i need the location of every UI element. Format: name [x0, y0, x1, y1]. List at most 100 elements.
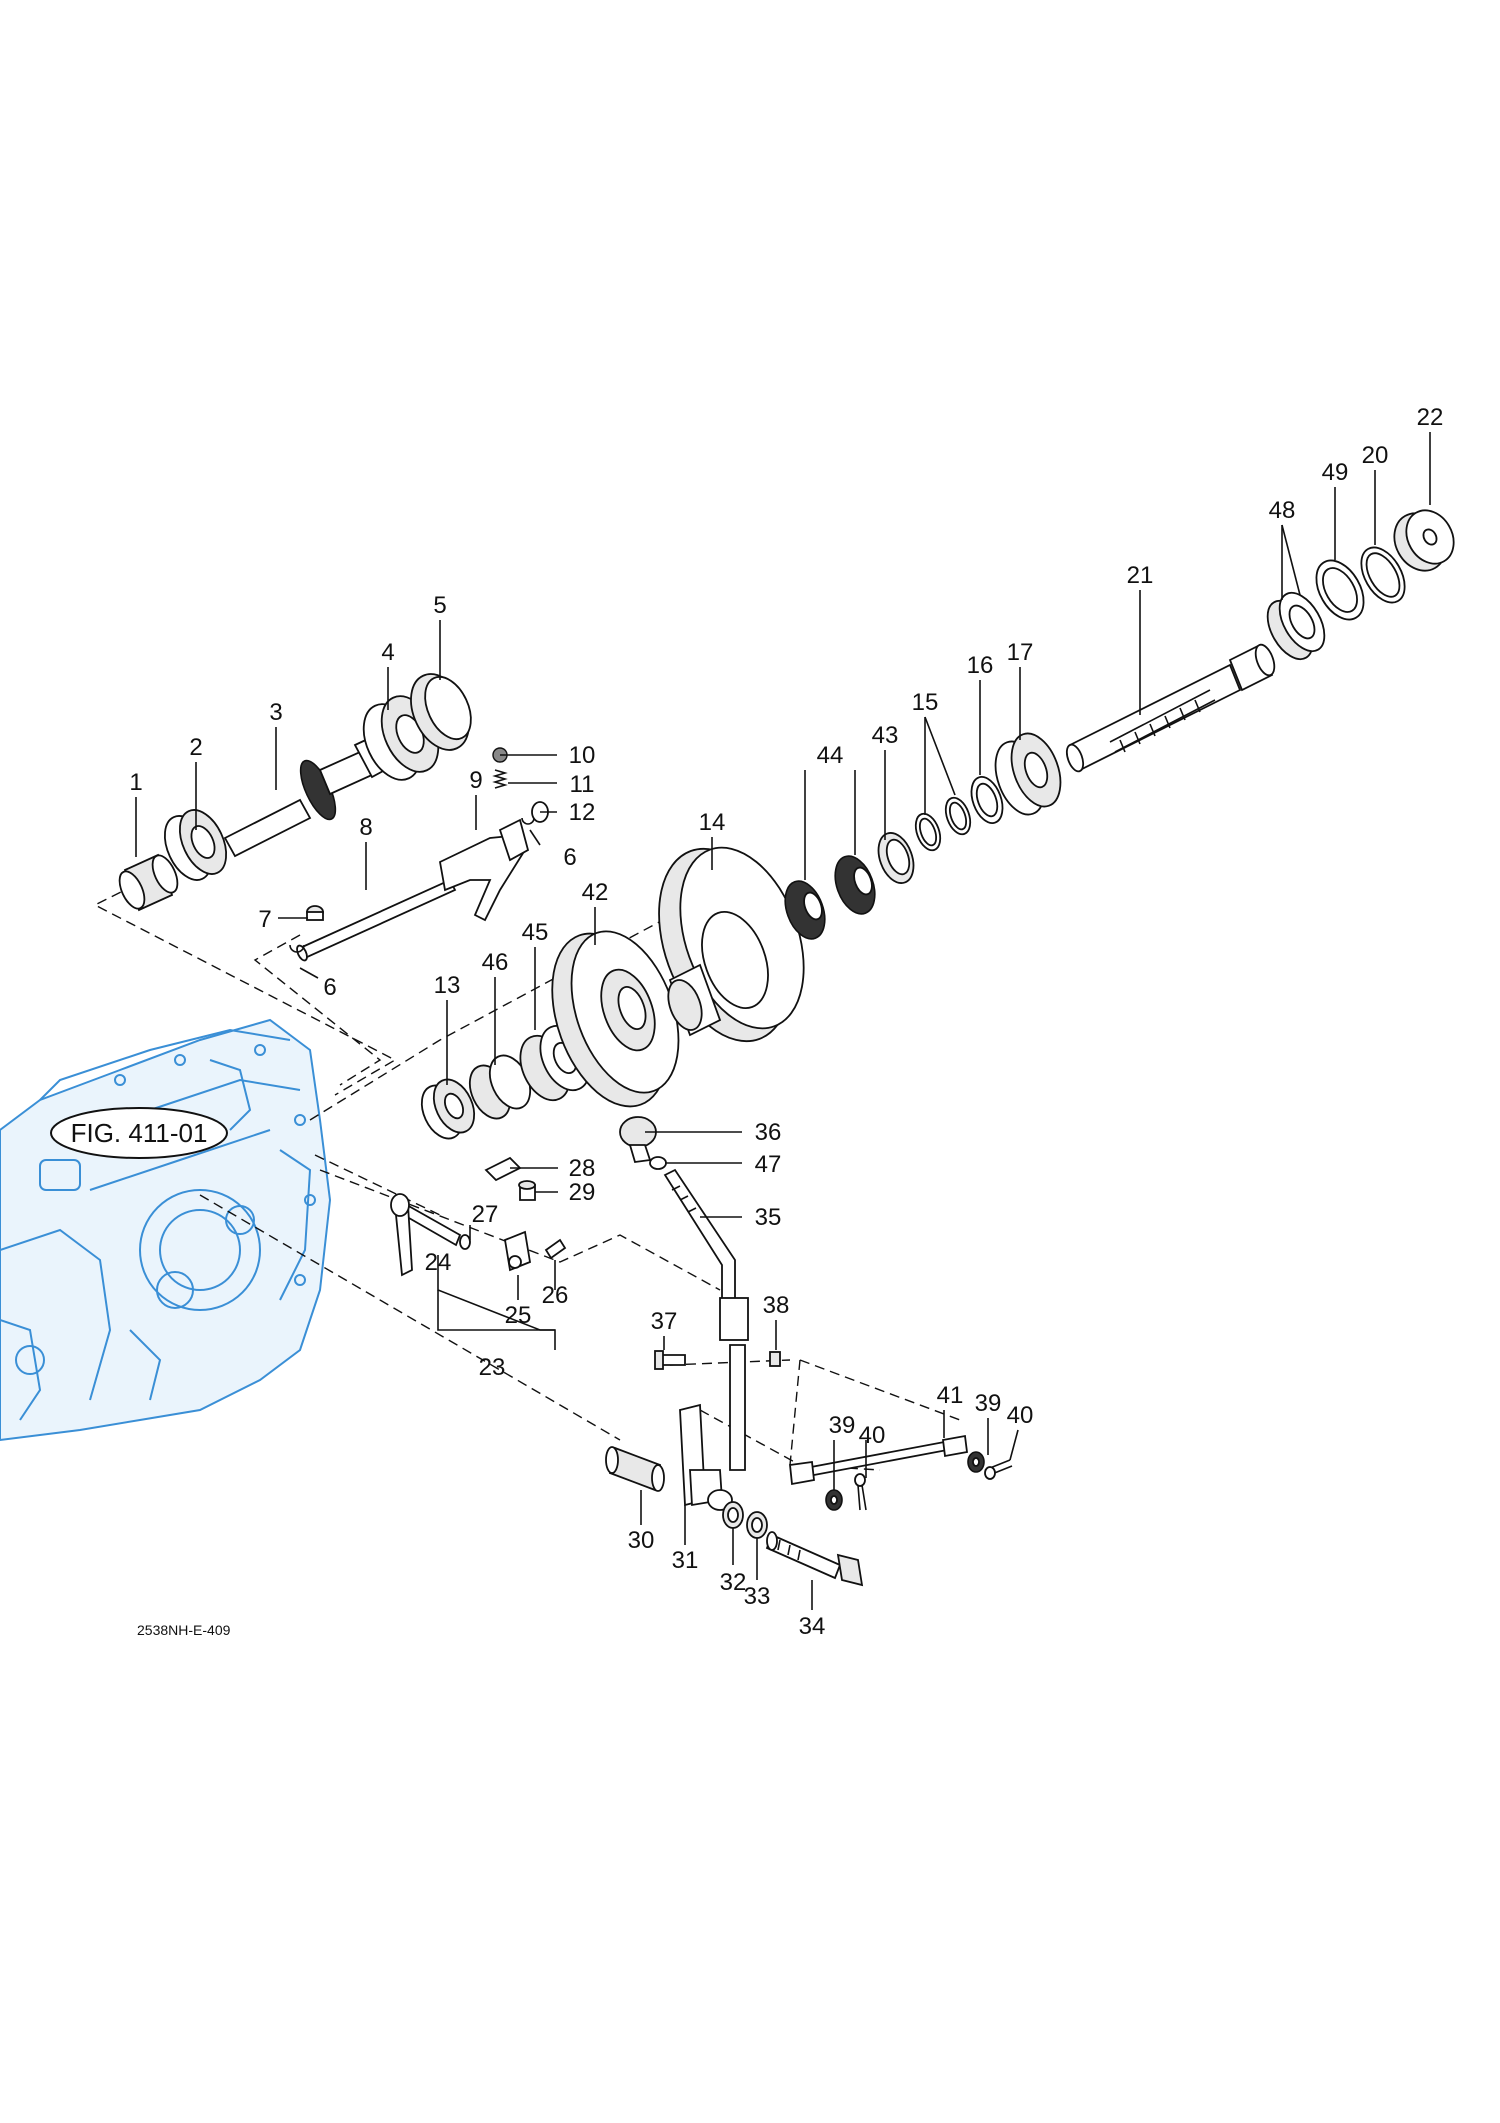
callout-6-lower: 6	[323, 974, 336, 1001]
part-3-shaft[interactable]	[223, 736, 387, 858]
callout-41: 41	[937, 1382, 964, 1409]
part-39-washer-left[interactable]	[825, 1489, 843, 1511]
callout-45: 45	[522, 919, 549, 946]
callout-16: 16	[967, 652, 994, 679]
part-42-gear[interactable]	[530, 917, 698, 1123]
part-22-cap[interactable]	[1384, 502, 1463, 580]
part-14-gear[interactable]	[634, 831, 826, 1060]
callout-30: 30	[628, 1527, 655, 1554]
part-16-ring[interactable]	[966, 773, 1009, 828]
part-1-bushing[interactable]	[114, 852, 182, 913]
part-17-bearing[interactable]	[986, 727, 1069, 821]
part-9-shift-fork[interactable]	[438, 818, 530, 922]
part-37-bolt[interactable]	[654, 1350, 686, 1370]
callout-31: 31	[672, 1547, 699, 1574]
part-35-shift-lever[interactable]	[663, 1168, 749, 1341]
part-11-spring[interactable]	[492, 769, 508, 789]
part-28-plate[interactable]	[484, 1156, 522, 1182]
callout-43: 43	[872, 722, 899, 749]
transmission-housing	[0, 1018, 332, 1442]
part-43-thrust-washer[interactable]	[872, 828, 920, 888]
callout-40-right: 40	[1007, 1402, 1034, 1429]
part-44-needle-bearing-b[interactable]	[828, 851, 882, 920]
callout-35: 35	[755, 1204, 782, 1231]
part-32-washer[interactable]	[722, 1501, 744, 1529]
callout-9: 9	[469, 767, 482, 794]
callout-labels: 1 2 3 4 5 6 6 7 8 9 10 11 12 13 14 15 16…	[129, 404, 1443, 1640]
callout-29: 29	[569, 1179, 596, 1206]
part-36-knob[interactable]	[619, 1116, 657, 1163]
callout-23: 23	[479, 1354, 506, 1381]
part-47-ring[interactable]	[649, 1156, 667, 1170]
part-41-link-rod[interactable]	[789, 1434, 968, 1486]
callout-48: 48	[1269, 497, 1296, 524]
callout-33: 33	[744, 1583, 771, 1610]
callout-26: 26	[542, 1282, 569, 1309]
part-2-bearing[interactable]	[156, 803, 236, 888]
callout-37: 37	[651, 1308, 678, 1335]
input-shaft-assembly	[114, 665, 481, 913]
part-15-snap-ring-a[interactable]	[911, 810, 945, 853]
part-38-nut[interactable]	[769, 1351, 781, 1367]
callout-17: 17	[1007, 639, 1034, 666]
part-46-bushing[interactable]	[462, 1049, 538, 1125]
part-26-pin[interactable]	[544, 1238, 567, 1260]
figure-reference[interactable]: FIG. 411-01	[50, 1107, 228, 1159]
part-30-bushing[interactable]	[605, 1446, 665, 1492]
callout-10: 10	[569, 742, 596, 769]
callout-39-left: 39	[829, 1412, 856, 1439]
part-24-shift-lever[interactable]	[390, 1193, 462, 1277]
callout-21: 21	[1127, 562, 1154, 589]
callout-8: 8	[359, 814, 372, 841]
callout-11: 11	[570, 771, 595, 798]
figure-reference-label: FIG. 411-01	[71, 1118, 208, 1148]
part-39-washer-right[interactable]	[967, 1451, 985, 1473]
callout-39-right: 39	[975, 1390, 1002, 1417]
assembly-lines	[93, 884, 961, 1471]
part-33-washer[interactable]	[746, 1511, 768, 1539]
part-49-seal[interactable]	[1307, 552, 1374, 627]
callout-15: 15	[912, 689, 939, 716]
callout-46: 46	[482, 949, 509, 976]
callout-36: 36	[755, 1119, 782, 1146]
part-15-snap-ring-b[interactable]	[941, 794, 975, 837]
callout-47: 47	[755, 1151, 782, 1178]
part-8-shift-rod[interactable]	[295, 878, 457, 962]
callout-34: 34	[799, 1613, 826, 1640]
callout-12: 12	[569, 799, 596, 826]
part-34-bolt[interactable]	[765, 1531, 864, 1587]
part-20-circlip[interactable]	[1352, 540, 1413, 610]
part-13-bearing[interactable]	[414, 1073, 482, 1145]
leader-lines	[135, 432, 1431, 1610]
callout-1: 1	[129, 769, 142, 796]
callout-32: 32	[720, 1569, 747, 1596]
callout-14: 14	[699, 809, 726, 836]
part-7-plug[interactable]	[306, 905, 324, 921]
part-48-bearing[interactable]	[1258, 585, 1333, 666]
callout-24: 24	[425, 1249, 452, 1276]
callout-28: 28	[569, 1155, 596, 1182]
part-27-washer[interactable]	[459, 1234, 471, 1250]
part-44-needle-bearing-a[interactable]	[778, 876, 832, 945]
gear-train	[414, 828, 920, 1145]
output-shaft-assembly	[911, 502, 1463, 853]
callout-6-upper: 6	[563, 844, 576, 871]
drawing-code: 2538NH-E-409	[137, 1622, 231, 1638]
part-31-lever-base[interactable]	[679, 1344, 746, 1511]
callout-49: 49	[1322, 459, 1349, 486]
callout-13: 13	[434, 972, 461, 999]
part-40-cotter-pin-left[interactable]	[854, 1473, 867, 1511]
callout-42: 42	[582, 879, 609, 906]
part-29-bolt[interactable]	[518, 1180, 536, 1201]
callout-5: 5	[433, 592, 446, 619]
part-6-clip-lower[interactable]	[289, 944, 305, 953]
part-21-output-shaft[interactable]	[1064, 642, 1278, 773]
part-5-ring[interactable]	[400, 665, 481, 759]
shift-fork-assembly	[289, 747, 549, 962]
callout-7: 7	[258, 906, 271, 933]
part-25-block[interactable]	[503, 1230, 532, 1272]
part-40-cotter-pin-right[interactable]	[984, 1459, 1013, 1480]
callout-27: 27	[472, 1201, 499, 1228]
part-6-clip-upper[interactable]	[521, 817, 535, 825]
